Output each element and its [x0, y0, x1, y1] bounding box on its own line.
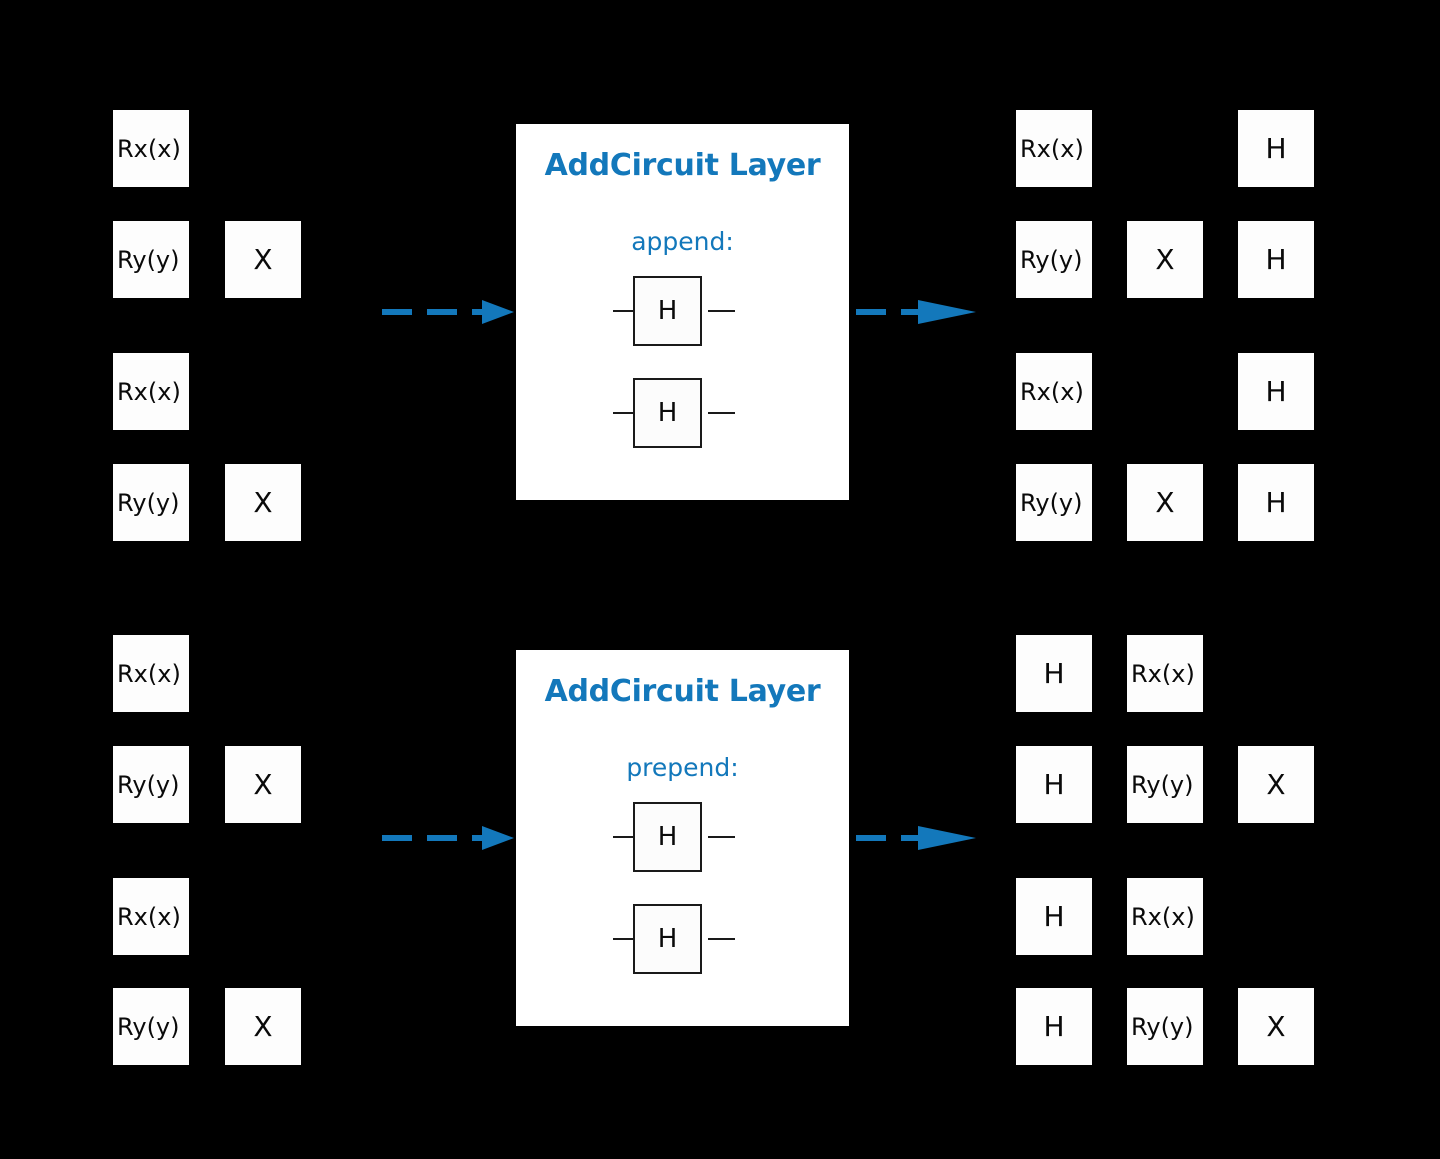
- prepend-panel: AddCircuit Layer prepend: H H: [516, 650, 849, 1026]
- gate-ry: Ry(y): [1127, 988, 1203, 1065]
- dashed-arrow-right: [382, 826, 514, 850]
- gate-x: X: [225, 464, 301, 541]
- gate-ry: Ry(y): [113, 464, 189, 541]
- gate-h: H: [1016, 878, 1092, 955]
- mini-gate-h: H: [613, 276, 735, 346]
- gate-rx: Rx(x): [113, 110, 189, 187]
- dashed-arrow-right: [382, 300, 514, 324]
- gate-rx: Rx(x): [113, 635, 189, 712]
- mini-gate-h: H: [613, 802, 735, 872]
- gate-ry: Ry(y): [113, 746, 189, 823]
- gate-x: X: [1238, 746, 1314, 823]
- gate-x: X: [1238, 988, 1314, 1065]
- wire-left: [613, 412, 640, 414]
- panel-subtitle: prepend:: [626, 753, 739, 782]
- gate-h: H: [1238, 464, 1314, 541]
- gate-h: H: [1016, 746, 1092, 823]
- wire-right: [708, 412, 735, 414]
- wire-left: [613, 310, 640, 312]
- gate-ry: Ry(y): [113, 221, 189, 298]
- gate-rx: Rx(x): [113, 353, 189, 430]
- gate-x: X: [1127, 464, 1203, 541]
- gate-h: H: [1238, 110, 1314, 187]
- gate-x: X: [225, 746, 301, 823]
- wire-left: [613, 836, 640, 838]
- wire-right: [708, 938, 735, 940]
- gate-ry: Ry(y): [1016, 464, 1092, 541]
- gate-h: H: [1238, 221, 1314, 298]
- gate-h: H: [1016, 988, 1092, 1065]
- gate-rx: Rx(x): [1016, 353, 1092, 430]
- mini-gate-h: H: [613, 904, 735, 974]
- gate-h: H: [1016, 635, 1092, 712]
- wire-right: [708, 310, 735, 312]
- mini-h-box: H: [633, 276, 702, 346]
- gate-ry: Ry(y): [1016, 221, 1092, 298]
- mini-gate-h: H: [613, 378, 735, 448]
- gate-rx: Rx(x): [1016, 110, 1092, 187]
- append-panel: AddCircuit Layer append: H H: [516, 124, 849, 500]
- wire-left: [613, 938, 640, 940]
- panel-title: AddCircuit Layer: [544, 148, 821, 183]
- dashed-arrow-right: [856, 300, 976, 324]
- mini-h-box: H: [633, 904, 702, 974]
- gate-x: X: [1127, 221, 1203, 298]
- gate-x: X: [225, 988, 301, 1065]
- mini-h-box: H: [633, 378, 702, 448]
- wire-right: [708, 836, 735, 838]
- mini-h-box: H: [633, 802, 702, 872]
- panel-title: AddCircuit Layer: [544, 674, 821, 709]
- gate-rx: Rx(x): [1127, 635, 1203, 712]
- gate-ry: Ry(y): [113, 988, 189, 1065]
- gate-ry: Ry(y): [1127, 746, 1203, 823]
- dashed-arrow-right: [856, 826, 976, 850]
- gate-x: X: [225, 221, 301, 298]
- panel-subtitle: append:: [631, 227, 734, 256]
- gate-rx: Rx(x): [1127, 878, 1203, 955]
- gate-rx: Rx(x): [113, 878, 189, 955]
- gate-h: H: [1238, 353, 1314, 430]
